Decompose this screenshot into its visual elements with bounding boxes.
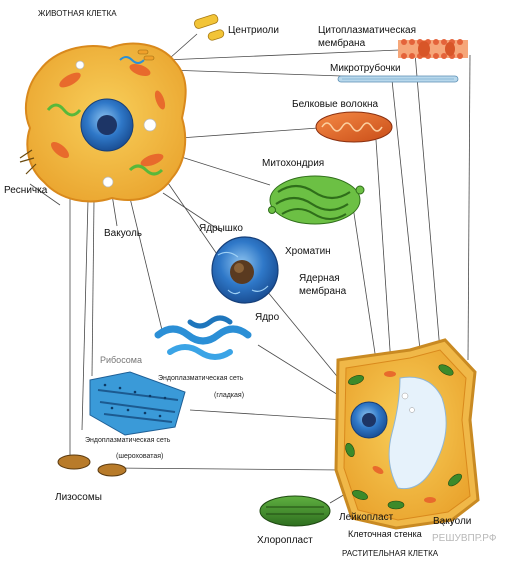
label-nucleolus: Ядрышко [199, 223, 243, 234]
nucleus-drawing [212, 237, 278, 303]
label-membrane-1: Цитоплазматическая [318, 25, 416, 36]
watermark: РЕШУВПР.РФ [432, 533, 497, 544]
label-smooth-er-2: (гладкая) [214, 392, 244, 399]
label-vacuole: Вакуоль [104, 228, 142, 239]
cytoplasmic-membrane-drawing [398, 39, 468, 59]
protein-fibers-drawing [316, 112, 392, 142]
label-chloroplast: Хлоропласт [257, 535, 313, 546]
label-nucleus: Ядро [255, 312, 280, 323]
animal-cell-title: ЖИВОТНАЯ КЛЕТКА [38, 9, 117, 18]
label-smooth-er-1: Эндоплазматическая сеть [158, 375, 244, 382]
plant-cell [336, 340, 478, 528]
label-mitochondria: Митохондрия [262, 158, 324, 169]
label-cell-wall: Клеточная стенка [348, 529, 422, 539]
label-protein-fibers: Белковые волокна [292, 99, 378, 110]
label-chromatin: Хроматин [285, 246, 331, 257]
label-centrioles: Центриоли [228, 25, 279, 36]
chloroplast-drawing [260, 496, 330, 526]
microtubule-drawing [338, 76, 458, 82]
animal-cell [20, 44, 186, 202]
mitochondria-drawing [269, 176, 365, 224]
label-leucoplast: Лейкопласт [339, 512, 394, 523]
centrioles-drawing [193, 13, 224, 41]
label-cilium: Ресничка [4, 185, 48, 196]
label-vacuoles: Вакуоли [433, 516, 471, 527]
label-nuclear-membrane-1: Ядерная [299, 273, 340, 284]
label-lysosomes: Лизосомы [55, 492, 102, 503]
label-rough-er-1: Эндоплазматическая сеть [85, 437, 171, 444]
label-ribosome: Рибосома [100, 355, 142, 365]
label-membrane-2: мембрана [318, 37, 366, 49]
plant-cell-title: РАСТИТЕЛЬНАЯ КЛЕТКА [342, 549, 439, 558]
label-nuclear-membrane-2: мембрана [299, 285, 347, 297]
label-rough-er-2: (шероховатая) [116, 453, 163, 460]
smooth-er-drawing [158, 318, 248, 357]
label-microtubules: Микротрубочки [330, 62, 401, 74]
